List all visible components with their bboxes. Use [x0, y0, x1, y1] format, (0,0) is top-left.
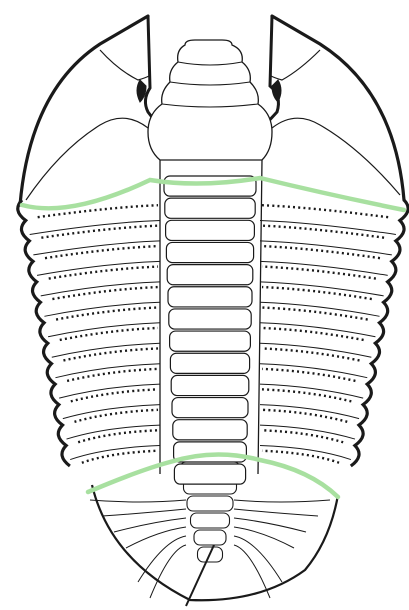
- pleural-groove-right: [262, 369, 355, 381]
- pleura-edge-right: [260, 261, 388, 275]
- axial-ring: [173, 420, 247, 440]
- axial-lobe: [148, 40, 272, 484]
- pygidial-rib-left: [126, 527, 186, 548]
- right-facial-suture: [265, 16, 278, 125]
- thorax-right-margin: [351, 200, 408, 466]
- pleural-groove-right: [262, 246, 380, 258]
- pleural-groove-left: [49, 267, 158, 279]
- pleural-groove-left: [56, 308, 158, 320]
- right-cheek-line: [271, 50, 320, 80]
- axial-ring: [174, 464, 245, 484]
- pleura-edge-left: [44, 302, 160, 316]
- pleural-groove-right: [262, 348, 360, 360]
- axial-ring: [171, 375, 249, 395]
- pleura-edge-left: [63, 405, 160, 419]
- pygidial-rib-left: [138, 536, 186, 582]
- pleura-edge-left: [59, 384, 160, 398]
- pleural-groove-left: [74, 410, 158, 422]
- axial-ring: [166, 220, 255, 240]
- pleural-groove-left: [82, 451, 158, 463]
- pleura-edge-right: [260, 323, 375, 337]
- right-eye: [272, 80, 281, 102]
- pleural-groove-left: [63, 348, 158, 360]
- pleural-groove-left: [45, 246, 158, 258]
- pygidial-rib-left: [90, 500, 186, 502]
- axial-ring: [166, 242, 253, 262]
- pygidial-rib-right: [234, 527, 294, 548]
- pygidial-rib-right: [234, 536, 282, 582]
- pleura-edge-left: [37, 261, 160, 275]
- pleura-edge-left: [70, 446, 160, 460]
- pygidial-rib-left: [114, 518, 186, 532]
- pygidial-axial-ring: [194, 530, 226, 545]
- cephalon-left-border: [20, 16, 148, 205]
- pleural-groove-right: [262, 430, 343, 442]
- pleura-edge-left: [33, 241, 160, 255]
- pleura-edge-left: [52, 343, 160, 357]
- pygidial-rib-left: [150, 545, 186, 598]
- pleura-edge-right: [260, 425, 355, 439]
- axial-ring: [169, 309, 251, 329]
- axial-ring: [170, 331, 251, 351]
- pygidial-axial-ring: [191, 513, 230, 528]
- pleural-groove-right: [262, 226, 384, 238]
- pleura-edge-right: [260, 446, 351, 460]
- pleural-groove-left: [67, 369, 158, 381]
- pygidial-rib-right: [234, 518, 306, 532]
- pleural-groove-left: [41, 226, 158, 238]
- axial-ring: [170, 353, 249, 373]
- pleural-groove-left: [60, 328, 158, 340]
- pleural-groove-right: [262, 267, 376, 279]
- pygidial-rib-left: [102, 509, 186, 516]
- glabella: [148, 40, 272, 160]
- axial-ring: [172, 398, 248, 418]
- axial-ring: [165, 198, 255, 218]
- left-cheek-line: [100, 50, 149, 80]
- pleural-groove-right: [262, 205, 388, 217]
- axial-ring: [167, 265, 253, 285]
- pleura-edge-right: [260, 384, 363, 398]
- pleural-groove-left: [78, 430, 158, 442]
- pleura-edge-right: [260, 220, 396, 234]
- pleura-edge-right: [260, 364, 367, 378]
- pleural-groove-right: [262, 328, 364, 340]
- pygidial-rib-right: [234, 509, 318, 516]
- thorax-left-margin: [18, 200, 70, 466]
- axial-ring: [168, 287, 252, 307]
- pleural-groove-right: [262, 389, 351, 401]
- pleural-groove-right: [262, 287, 372, 299]
- pleural-groove-left: [71, 389, 158, 401]
- pleural-groove-right: [262, 308, 368, 320]
- pygidial-rib-right: [234, 500, 330, 502]
- pleural-groove-right: [262, 410, 347, 422]
- pleural-groove-left: [52, 287, 158, 299]
- pygidial-axial-ring: [187, 496, 233, 511]
- cephalon-right-border: [272, 16, 404, 200]
